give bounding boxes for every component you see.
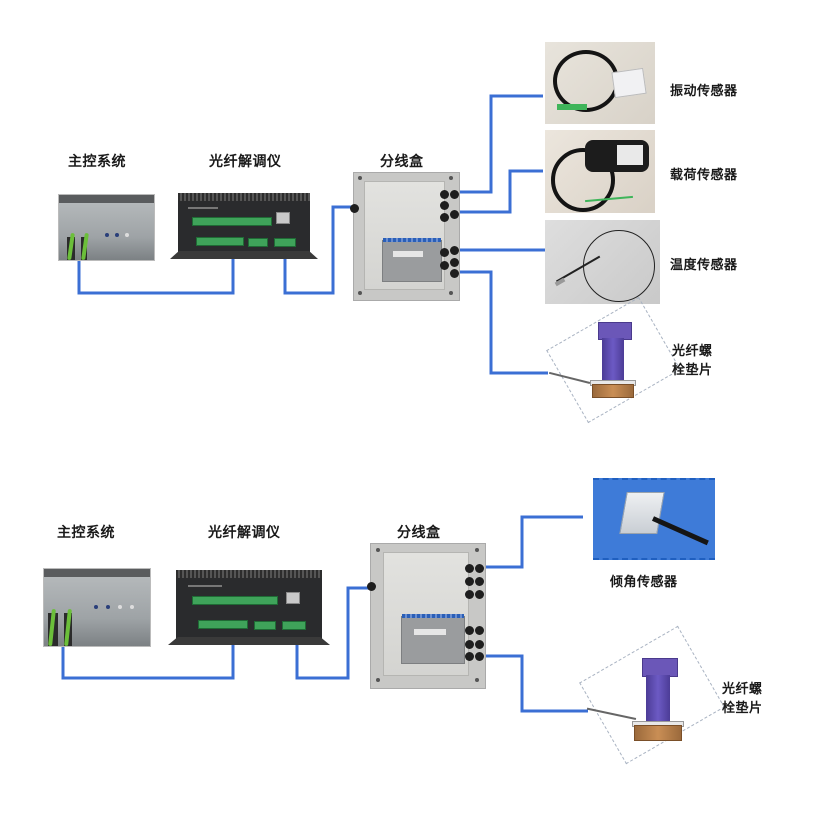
wire-junction-box-to-load-sensor [458,169,543,214]
temperature-sensor-label: 温度传感器 [670,258,738,273]
demodulator-label: 光纤解调仪 [209,154,282,170]
main-control-label-bottom: 主控系统 [57,525,115,541]
wire-junction-box-to-bolt-washer-top [458,270,548,375]
demodulator-image [170,193,318,259]
wire-junction-box-to-vibration-sensor [458,94,543,194]
load-sensor-image [545,130,655,213]
main-control-system-image [58,194,155,261]
demodulator-label-bottom: 光纤解调仪 [208,525,281,541]
bolt-washer-image [549,322,660,402]
junction-box-image-bottom [367,543,486,689]
main-control-system-image-bottom [43,568,151,647]
wire-junction-box-to-bolt-washer-bottom [483,654,588,713]
vibration-sensor-image [545,42,655,124]
bolt-washer-label-bottom: 光纤螺 栓垫片 [722,682,763,716]
temperature-sensor-image [545,220,660,304]
load-sensor-label: 载荷传感器 [670,168,738,183]
junction-box-label: 分线盒 [380,154,424,170]
tilt-sensor-image [593,478,715,560]
wire-junction-box-to-tilt-sensor [483,515,583,569]
vibration-sensor-label: 振动传感器 [670,84,738,99]
demodulator-image-bottom [168,570,330,645]
junction-box-image [350,172,460,301]
bolt-washer-image-bottom [586,658,706,748]
junction-box-label-bottom: 分线盒 [397,525,441,541]
main-control-label: 主控系统 [68,154,126,170]
tilt-sensor-label: 倾角传感器 [610,575,678,590]
bolt-washer-label-top: 光纤螺 栓垫片 [672,344,713,378]
